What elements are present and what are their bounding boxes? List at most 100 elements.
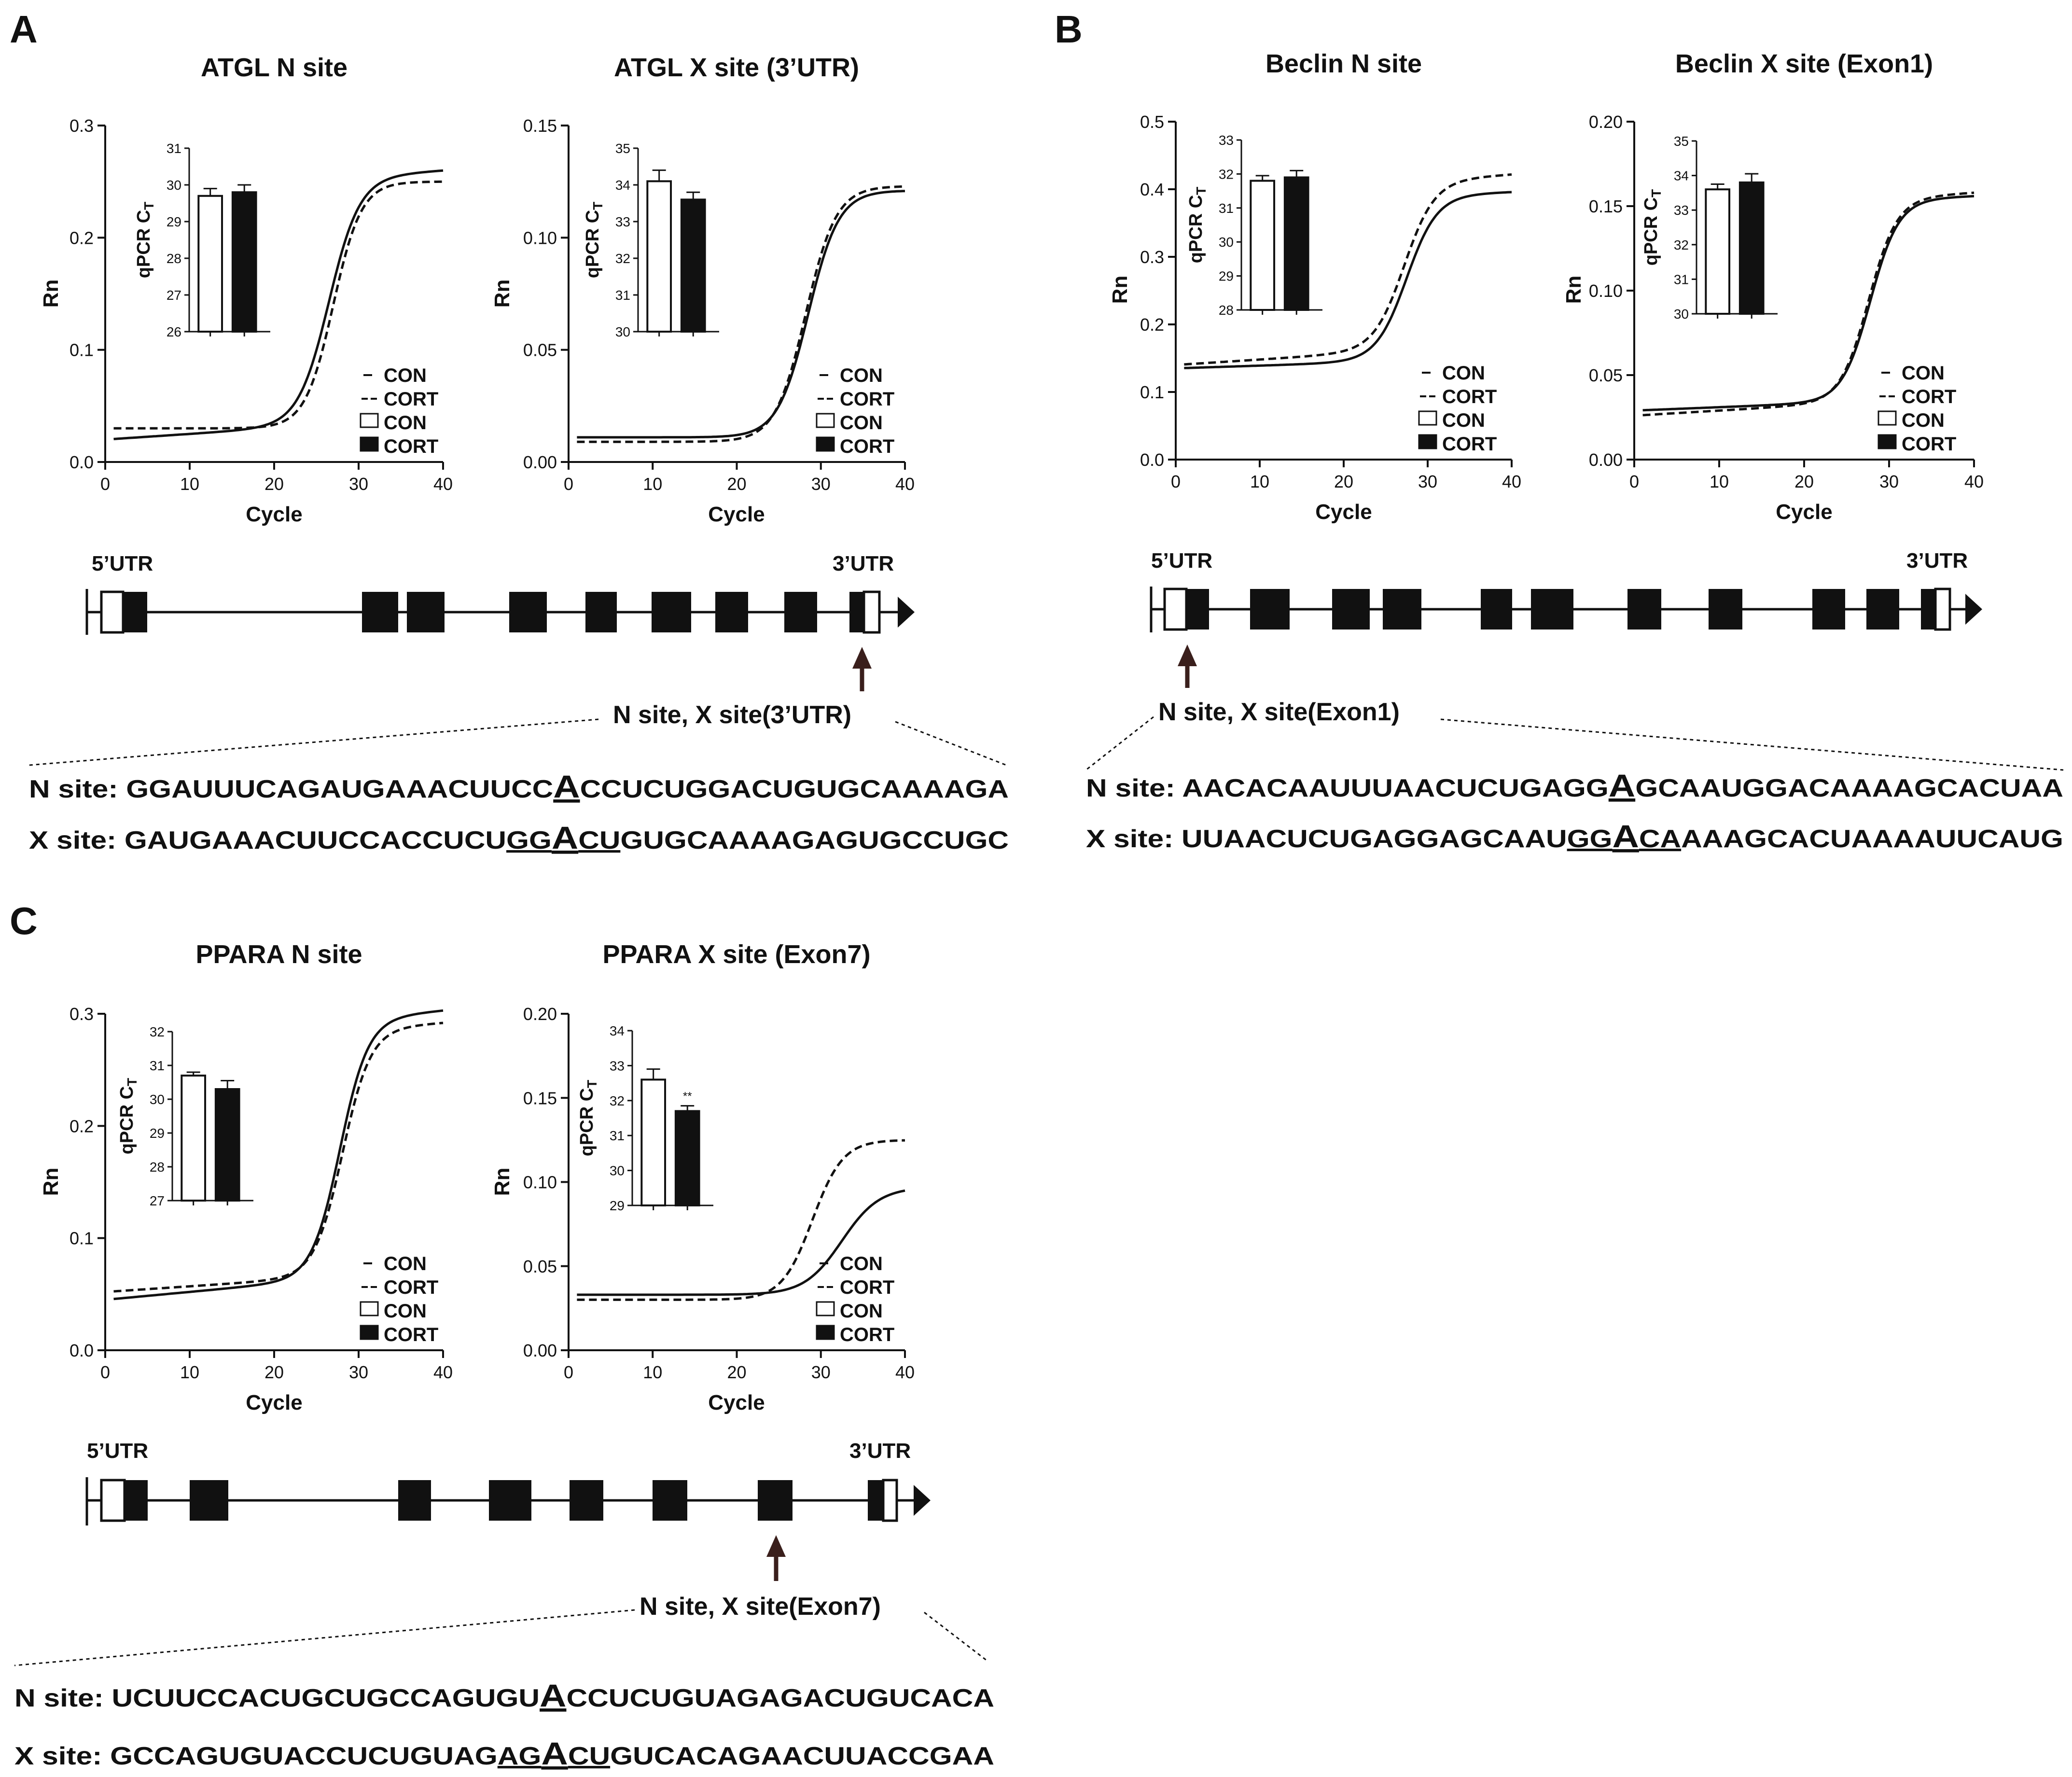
seq-post: AAAGCACUAAAAUUCAUG xyxy=(1681,825,2063,853)
exon xyxy=(123,592,147,632)
seq-post: CCUCUGGACUGUGCAAAAGA xyxy=(580,775,1009,803)
series-line-cort xyxy=(577,1139,905,1301)
exon xyxy=(190,1480,228,1521)
inset-y-tick-label: 35 xyxy=(1674,134,1689,149)
seq-key-base: A xyxy=(552,820,578,855)
utr5-label: 5’UTR xyxy=(1151,549,1212,573)
inset-y-label-main: qPCR C xyxy=(134,210,154,278)
site-label: N site, X site(3’UTR) xyxy=(613,701,851,729)
y-axis-label: Rn xyxy=(1108,276,1132,304)
x-tick-label: 0 xyxy=(1171,472,1181,491)
panel-label-c: C xyxy=(10,899,38,942)
x-tick-label: 20 xyxy=(1334,472,1353,491)
x-tick-label: 30 xyxy=(811,474,831,494)
y-tick-label: 0.20 xyxy=(523,1004,557,1024)
inset-y-tick-label: 32 xyxy=(1219,167,1234,182)
seq-key-base: A xyxy=(1609,768,1635,803)
inset-y-label-sub: T xyxy=(1649,189,1664,197)
legend-swatch-open xyxy=(816,1301,835,1316)
inset-y-tick-label: 31 xyxy=(1674,272,1689,287)
seq-motif-post: CU xyxy=(568,1742,610,1770)
inset-y-tick-label: 31 xyxy=(615,288,630,303)
seq-prefix: X site: xyxy=(29,826,125,854)
seq-post: GUCACAGAACUUACCGAA xyxy=(610,1742,994,1770)
seq-prefix: N site: xyxy=(1086,774,1182,802)
seq-key-base: A xyxy=(1613,818,1639,854)
x-tick-label: 0 xyxy=(100,1362,110,1382)
utr-box xyxy=(100,590,125,634)
inset-y-tick-label: 33 xyxy=(615,214,630,229)
inset-y-tick-label: 30 xyxy=(610,1163,625,1178)
exon xyxy=(653,1480,687,1521)
y-axis-label: Rn xyxy=(39,280,63,308)
gene-arrow-head xyxy=(1965,594,1982,625)
inset-y-axis-label: qPCR CT xyxy=(583,202,605,279)
legend-label: CON xyxy=(1902,410,1945,431)
x-axis-label: Cycle xyxy=(708,1391,765,1414)
y-tick-label: 0.10 xyxy=(523,228,557,248)
x-tick-label: 20 xyxy=(1794,472,1814,491)
inset-y-tick-label: 32 xyxy=(610,1093,625,1108)
site-arrow-head xyxy=(852,647,872,669)
utr3-label: 3’UTR xyxy=(849,1439,911,1463)
inset-y-tick-label: 32 xyxy=(1674,238,1689,252)
exon xyxy=(585,592,617,632)
exon xyxy=(652,592,691,632)
inset-y-axis-label: qPCR CT xyxy=(117,1078,139,1155)
inset-y-label-main: qPCR C xyxy=(1641,197,1661,266)
inset-y-label-sub: T xyxy=(584,1080,599,1088)
y-tick-label: 0.0 xyxy=(70,1341,94,1360)
x-tick-label: 30 xyxy=(1879,472,1899,491)
seq-pre: GCCAGUGUACCUCUGUAG xyxy=(110,1742,498,1770)
x-tick-label: 30 xyxy=(349,1362,368,1382)
legend-label: CORT xyxy=(840,1324,894,1345)
seq-pre: GAUGAAACUUCCACCUCU xyxy=(125,826,506,854)
y-tick-label: 0.10 xyxy=(1589,281,1623,301)
legend-label: CON xyxy=(840,412,883,434)
chart-title: Beclin X site (Exon1) xyxy=(1675,49,1933,78)
y-tick-label: 0.1 xyxy=(70,1229,94,1248)
seq-key-base: A xyxy=(553,769,580,804)
inset-y-tick-label: 31 xyxy=(1219,201,1234,216)
seq-motif-pre: GG xyxy=(1567,825,1613,853)
legend-label: CORT xyxy=(840,436,894,457)
y-tick-label: 0.15 xyxy=(523,116,557,136)
legend-swatch-filled xyxy=(1877,434,1897,449)
panel-label-a: A xyxy=(10,8,38,51)
y-axis-label: Rn xyxy=(39,1168,63,1196)
exon xyxy=(1481,589,1512,630)
inset-y-axis-label: qPCR CT xyxy=(134,202,156,279)
x-tick-label: 10 xyxy=(1250,472,1269,491)
x-tick-label: 10 xyxy=(180,474,199,494)
inset-bar-cort xyxy=(680,198,706,333)
x-tick-label: 40 xyxy=(433,1362,453,1382)
inset-y-tick-label: 32 xyxy=(150,1024,165,1039)
inset-y-axis-label: qPCR CT xyxy=(1641,189,1664,266)
x-tick-label: 0 xyxy=(1629,472,1639,491)
inset-y-tick-label: 34 xyxy=(1674,168,1689,183)
inset-y-tick-label: 29 xyxy=(150,1126,165,1141)
seq-pre: AACACAAUUUAACUCUGAGG xyxy=(1182,774,1608,802)
y-tick-label: 0.05 xyxy=(1589,365,1623,385)
legend-label: CORT xyxy=(840,1277,894,1298)
x-axis-label: Cycle xyxy=(246,1391,302,1414)
y-tick-label: 0.0 xyxy=(70,452,94,472)
inset-y-tick-label: 28 xyxy=(1219,303,1234,318)
series-line-con xyxy=(1184,191,1512,369)
inset-bar-con xyxy=(646,180,672,333)
seq-pre: UUAACUCUGAGGAGCAAU xyxy=(1182,825,1567,853)
x-tick-label: 40 xyxy=(1964,472,1984,491)
legend-label: CORT xyxy=(1902,386,1956,407)
seq-prefix: X site: xyxy=(14,1742,110,1770)
exon xyxy=(509,592,547,632)
seq-prefix: N site: xyxy=(14,1684,112,1712)
y-tick-label: 0.3 xyxy=(1140,247,1164,267)
seq-prefix: N site: xyxy=(29,775,126,803)
inset-y-tick-label: 33 xyxy=(1219,133,1234,148)
seq-motif-pre: AG xyxy=(498,1742,542,1770)
x-tick-label: 20 xyxy=(727,474,746,494)
